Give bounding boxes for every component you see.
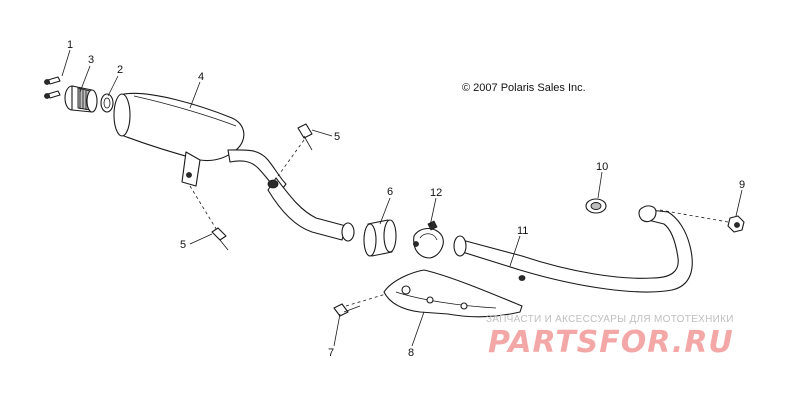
- part-3-end-cap: [64, 85, 98, 113]
- part-6-sleeve: [363, 219, 397, 257]
- copyright-text: © 2007 Polaris Sales Inc.: [462, 82, 586, 94]
- assembly-lines: [189, 139, 729, 307]
- callout-5-lower: 5: [180, 239, 186, 251]
- callout-5-upper: 5: [334, 131, 340, 143]
- callout-11: 11: [517, 225, 528, 237]
- part-2-gasket: [100, 93, 114, 113]
- part-7-bolt: [333, 303, 361, 317]
- watermark-logo: PARTSFOR.RU: [488, 325, 734, 360]
- watermark: ЗАПЧАСТИ И АКСЕССУАРЫ ДЛЯ МОТОТЕХНИКИ PA…: [486, 314, 734, 360]
- part-12-clamp: [413, 220, 444, 259]
- callout-2: 2: [117, 64, 123, 76]
- watermark-tagline: ЗАПЧАСТИ И АКСЕССУАРЫ ДЛЯ МОТОТЕХНИКИ: [486, 314, 734, 325]
- callout-3: 3: [88, 54, 94, 66]
- callout-1: 1: [67, 39, 73, 51]
- part-5-bolt-lower: [211, 227, 229, 251]
- callout-7: 7: [328, 347, 334, 359]
- part-10-ring: [585, 198, 607, 214]
- leader-lines: [61, 49, 743, 347]
- part-9-nut: [727, 215, 745, 233]
- part-1-screws: [44, 76, 61, 99]
- callout-12: 12: [430, 187, 442, 199]
- head-pipe-upper: [267, 177, 355, 242]
- callout-labels: 1 3 2 4 5 5 6 7 8 9 10 11 12: [67, 39, 745, 359]
- callout-6: 6: [387, 186, 393, 198]
- callout-4: 4: [198, 71, 204, 83]
- callout-9: 9: [739, 179, 745, 191]
- callout-8: 8: [408, 347, 414, 359]
- callout-10: 10: [596, 161, 608, 173]
- part-5-bolt-upper: [297, 123, 313, 151]
- part-11-header-pipe: [453, 205, 693, 293]
- part-4-muffler: [113, 92, 287, 193]
- part-8-heat-shield: [383, 269, 523, 318]
